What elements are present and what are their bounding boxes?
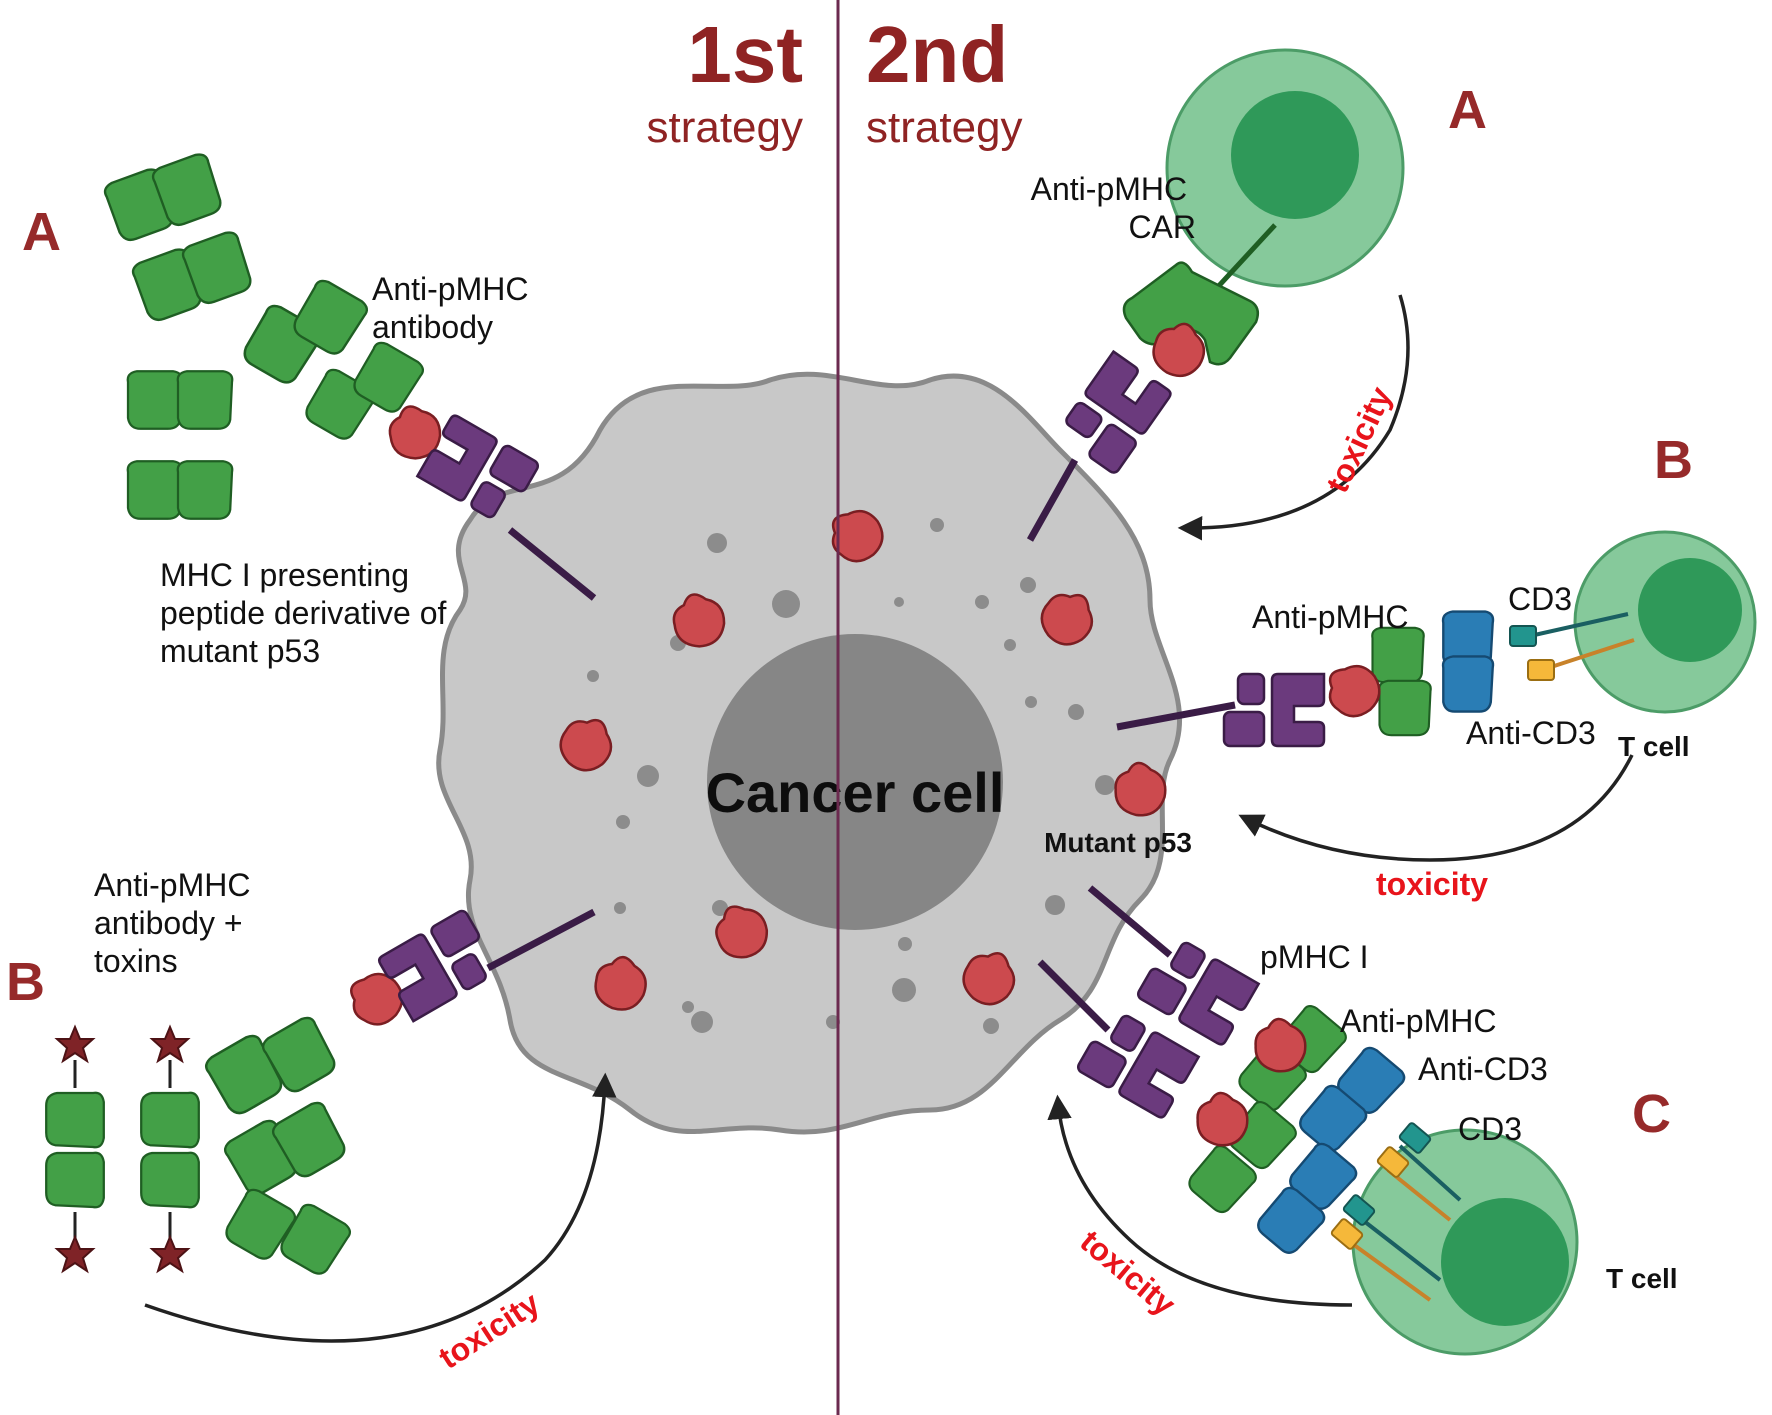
cd3-molecule-c2	[1376, 1146, 1410, 1178]
second-b-letter: B	[1654, 430, 1693, 490]
second-a-toxicity-arrow	[1177, 294, 1410, 541]
first-a-letter: A	[22, 202, 61, 262]
second-a-letter: A	[1448, 80, 1487, 140]
second-strategy-panel-a: A Anti-pMHC CAR toxicity	[1026, 48, 1487, 542]
cancer-cell-title: Cancer cell	[706, 761, 1005, 824]
mhc-molecule-c2	[1074, 1005, 1200, 1121]
second-strategy-panel-c: C pMHC I Anti-pMHC Anti-CD3 CD3 T	[1037, 885, 1678, 1356]
second-c-letter: C	[1632, 1084, 1671, 1144]
toxin-star	[151, 1236, 189, 1272]
cd3-molecule-c3	[1342, 1194, 1376, 1226]
second-strategy-word: strategy	[866, 103, 1023, 152]
car-target-stalk	[1026, 458, 1079, 542]
cytoplasm-granules	[587, 518, 1115, 1034]
second-strategy-panel-b: B Anti-pMHC CD3 Anti-CD3 T cell toxicity	[1116, 430, 1757, 902]
mhc-molecule-c1	[1134, 932, 1260, 1048]
car-t-cell-nucleus	[1231, 91, 1359, 219]
mhc-molecule-b2	[1222, 672, 1326, 748]
cd3-stalk-b2	[1547, 638, 1635, 670]
second-a-toxicity-label: toxicity	[1319, 381, 1399, 498]
first-a-antibody-label: Anti-pMHC antibody	[372, 271, 537, 345]
second-b-cd3-label: CD3	[1508, 581, 1572, 617]
first-strategy-word: strategy	[646, 103, 803, 152]
second-b-t-cell-label: T cell	[1618, 731, 1690, 762]
first-strategy-panel-a: A Anti-pMHC antibody MHC I presenting pe…	[22, 150, 597, 669]
cd3-stalk-c4	[1348, 1240, 1432, 1302]
cd3-molecule-b1	[1509, 625, 1537, 647]
mutant-p53-label: Mutant p53	[1044, 827, 1192, 858]
cd3-stalk-c1	[1398, 1144, 1462, 1202]
first-b-letter: B	[6, 952, 45, 1012]
t-cell-b-nucleus	[1638, 558, 1742, 662]
second-c-anti-pmhc-label: Anti-pMHC	[1340, 1003, 1496, 1039]
second-b-anti-cd3-label: Anti-CD3	[1466, 715, 1596, 751]
second-c-pmhc-label: pMHC I	[1260, 939, 1368, 975]
first-a-mhc-label: MHC I presenting peptide derivative of m…	[160, 557, 455, 669]
mhc-stalk-b	[486, 908, 596, 972]
mhc-stalk-c2	[1037, 959, 1111, 1033]
second-a-label: Anti-pMHC CAR	[1031, 171, 1196, 245]
antibody-toxin-conjugate	[45, 1013, 355, 1280]
cd3-molecule-b2	[1527, 659, 1555, 681]
cancer-cell: Cancer cell Mutant p53	[436, 371, 1192, 1135]
second-c-t-cell-label: T cell	[1606, 1263, 1678, 1294]
cd3-stalk-b1	[1529, 612, 1629, 638]
toxin-star	[56, 1236, 94, 1272]
mhc-stalk-b2	[1116, 701, 1236, 731]
second-b-anti-pmhc-label: Anti-pMHC	[1252, 599, 1408, 635]
second-c-toxicity-arrow	[1047, 1094, 1353, 1307]
cd3-stalk-c3	[1358, 1216, 1442, 1282]
mhc-stalk-a	[507, 527, 597, 601]
mhc-stalk-c1	[1087, 885, 1173, 958]
first-b-toxicity-arrow	[144, 1072, 617, 1343]
second-c-anti-cd3-label: Anti-CD3	[1418, 1051, 1548, 1087]
cd3-molecule-c4	[1330, 1218, 1364, 1250]
first-b-label: Anti-pMHC antibody + toxins	[94, 867, 259, 979]
toxin-star	[56, 1026, 94, 1062]
car-stalk	[1213, 223, 1277, 292]
second-b-toxicity-arrow	[1238, 754, 1634, 862]
first-b-toxicity-label: toxicity	[432, 1285, 546, 1376]
second-c-cd3-label: CD3	[1458, 1111, 1522, 1147]
toxin-star	[151, 1026, 189, 1062]
second-strategy-number: 2nd	[866, 10, 1008, 99]
first-strategy-number: 1st	[687, 10, 803, 99]
car-target-mhc	[1054, 350, 1174, 477]
nucleus	[707, 634, 1003, 930]
cd3-molecule-c1	[1398, 1122, 1432, 1154]
second-b-toxicity-label: toxicity	[1376, 866, 1488, 902]
t-cell-c-nucleus	[1441, 1198, 1569, 1326]
cd3-stalk-c2	[1386, 1168, 1452, 1222]
